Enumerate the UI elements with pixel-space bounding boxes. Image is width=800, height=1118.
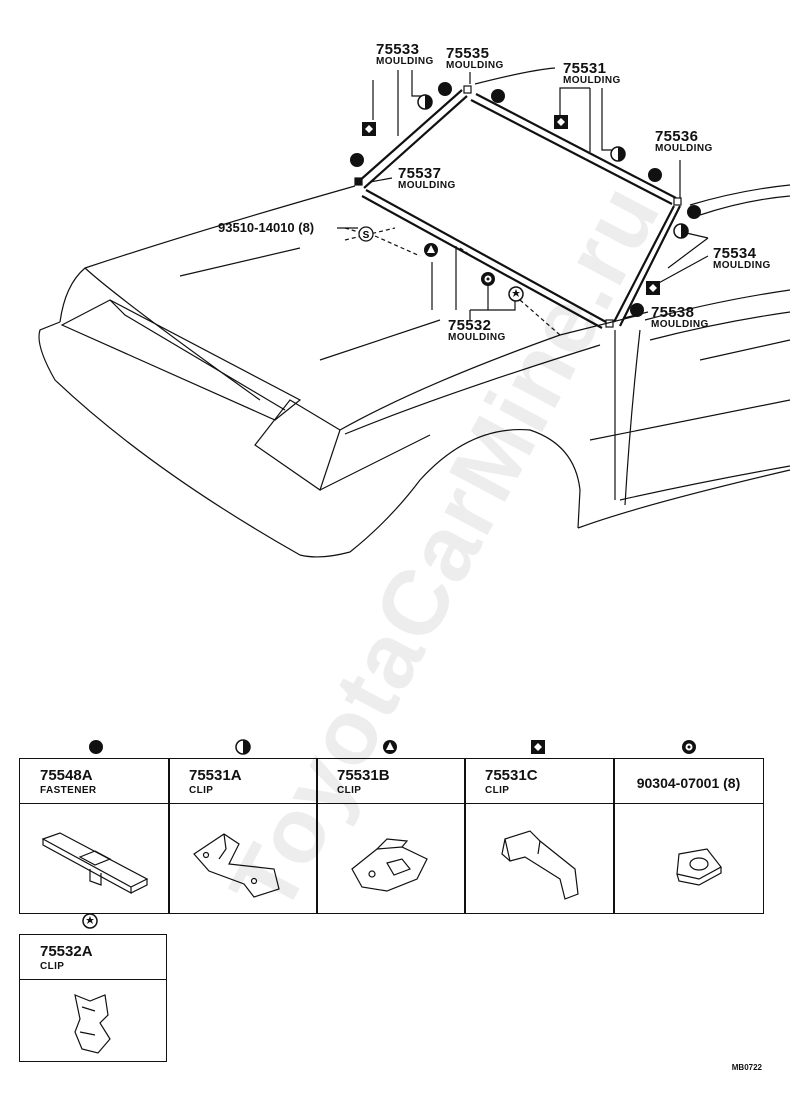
callout-75536: 75536 MOULDING (655, 129, 713, 154)
diamond-in-square-icon (531, 740, 545, 754)
fastener-illustration (41, 832, 149, 895)
solid-circle-icon (491, 89, 505, 103)
ring-in-circle-icon (682, 740, 696, 754)
callout-75532-number: 75532 (448, 317, 492, 334)
callout-75533: 75533 MOULDING (376, 42, 434, 67)
callout-75531-number: 75531 (563, 60, 607, 77)
callout-75536-number: 75536 (655, 128, 699, 145)
callout-75537-name: MOULDING (398, 180, 456, 191)
callout-75532-name: MOULDING (448, 332, 506, 343)
half-circle-icon (417, 94, 433, 110)
part-cell-75531C: 75531C CLIP (464, 758, 615, 914)
part-cell-header: 75531B CLIP (317, 759, 465, 804)
callout-75535-name: MOULDING (446, 60, 504, 71)
part-cell-header: 75531C CLIP (465, 759, 614, 804)
part-cell-75532A: 75532A CLIP (19, 934, 167, 1062)
callout-75535: 75535 MOULDING (446, 46, 504, 71)
part-name: CLIP (485, 785, 510, 796)
part-cell-90304: 90304-07001 (8) (613, 758, 764, 914)
triangle-in-circle-icon (424, 243, 438, 257)
callout-75535-number: 75535 (446, 45, 490, 62)
callout-75538: 75538 MOULDING (651, 305, 709, 330)
diamond-in-square-icon (554, 115, 568, 129)
table-symbol-row-2 (82, 913, 98, 929)
svg-text:S: S (363, 230, 370, 241)
callout-75536-name: MOULDING (655, 143, 713, 154)
callout-75538-number: 75538 (651, 304, 695, 321)
clip-c-illustration (501, 830, 579, 900)
ring-in-circle-icon (481, 272, 495, 286)
half-circle-icon (610, 146, 626, 162)
clip-a-illustration (193, 833, 280, 898)
part-cell-header: 75548A FASTENER (20, 759, 169, 804)
half-circle-icon (673, 223, 689, 239)
part-number: 75532A (40, 943, 93, 960)
callout-75533-number: 75533 (376, 41, 420, 58)
star-in-circle-icon (82, 913, 98, 929)
callout-75537: 75537 MOULDING (398, 166, 456, 191)
callout-75531-name: MOULDING (563, 75, 621, 86)
callout-75531: 75531 MOULDING (563, 61, 621, 86)
solid-circle-icon (630, 303, 644, 317)
star-in-circle-icon (508, 286, 524, 302)
part-number: 90304-07001 (8) (636, 775, 741, 791)
triangle-in-circle-icon (383, 740, 397, 754)
clip-75532a-illustration (74, 994, 111, 1054)
callout-93510: 93510-14010 (8) (218, 220, 315, 235)
part-number: 75531B (337, 767, 390, 784)
solid-circle-icon (438, 82, 452, 96)
callout-75534-name: MOULDING (713, 260, 771, 271)
diagram-symbols: S (350, 82, 701, 317)
solid-circle-icon (687, 205, 701, 219)
half-circle-icon (235, 739, 251, 755)
solid-circle-icon (89, 740, 103, 754)
part-name: CLIP (40, 961, 65, 972)
part-number: 75531A (189, 767, 242, 784)
diamond-in-square-icon (362, 122, 376, 136)
part-cell-75531A: 75531A CLIP (168, 758, 318, 914)
part-name: CLIP (189, 785, 214, 796)
clip-b-illustration (351, 838, 428, 892)
car-body-outline (38, 67, 791, 558)
part-number: 75548A (40, 767, 93, 784)
callout-75537-number: 75537 (398, 165, 442, 182)
diamond-in-square-icon (646, 281, 660, 295)
nut-illustration (676, 848, 722, 886)
part-name: CLIP (337, 785, 362, 796)
part-cell-75548A: 75548A FASTENER (19, 758, 170, 914)
screw-s-icon: S (358, 226, 374, 242)
part-number: 75531C (485, 767, 538, 784)
diagram-code: MB0722 (731, 1063, 762, 1072)
part-cell-75531B: 75531B CLIP (316, 758, 466, 914)
callout-75533-name: MOULDING (376, 56, 434, 67)
solid-circle-icon (350, 153, 364, 167)
part-cell-header: 75532A CLIP (20, 935, 166, 980)
part-cell-header: 90304-07001 (8) (614, 759, 763, 804)
part-name: FASTENER (40, 785, 97, 796)
solid-circle-icon (648, 168, 662, 182)
table-symbol-row (89, 739, 696, 755)
part-cell-header: 75531A CLIP (169, 759, 317, 804)
callout-75532: 75532 MOULDING (448, 318, 506, 343)
callout-75534: 75534 MOULDING (713, 246, 771, 271)
callout-75534-number: 75534 (713, 245, 757, 262)
callout-75538-name: MOULDING (651, 319, 709, 330)
